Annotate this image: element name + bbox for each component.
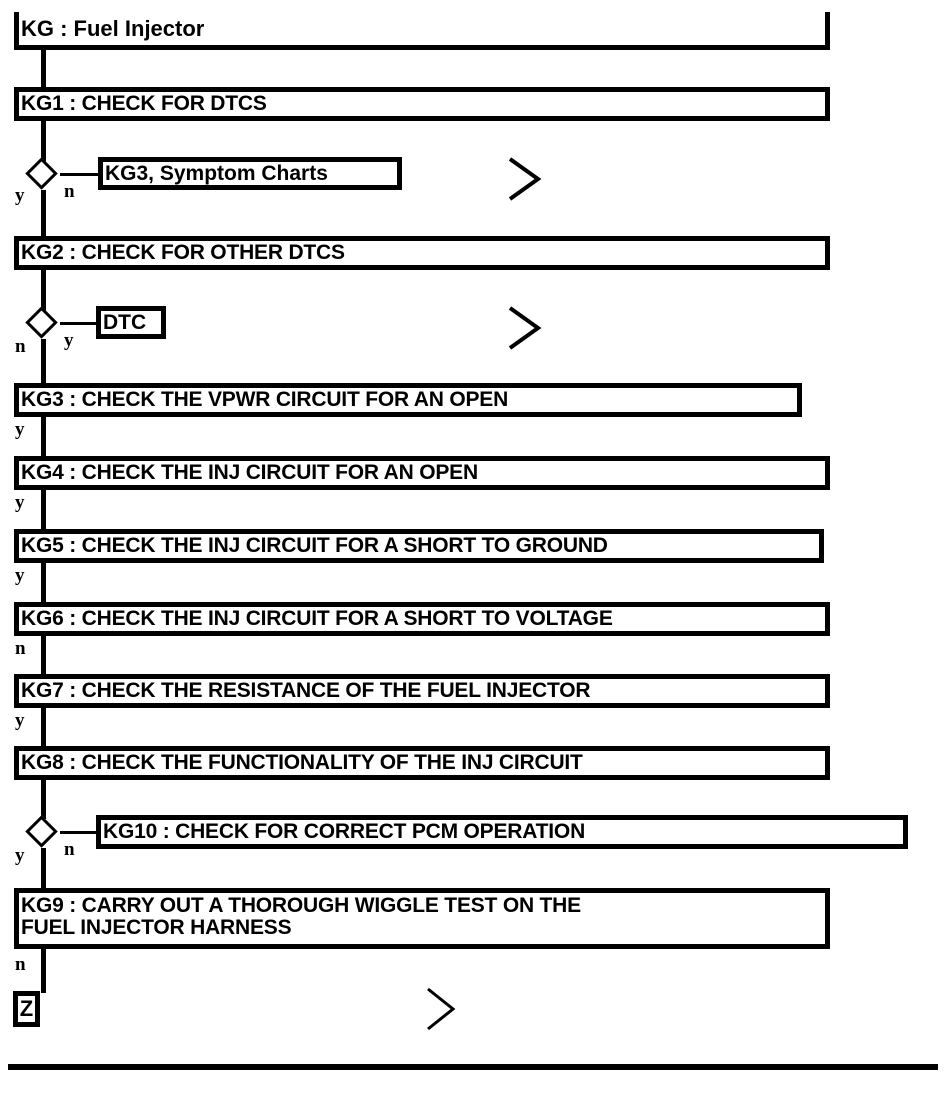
terminal-label-z: Z xyxy=(19,996,34,1021)
branch-line-d1-to-symptom-charts xyxy=(60,173,100,176)
connector-kg9-to-terminal xyxy=(41,949,46,993)
branch-label-kg6-no: n xyxy=(15,638,26,659)
step-box-kg10[interactable]: KG10 : CHECK FOR CORRECT PCM OPERATION xyxy=(96,815,908,849)
branch-label-kg8-no: n xyxy=(64,839,75,860)
page-title: KG : Fuel Injector xyxy=(21,15,205,41)
connector-d3-to-kg9 xyxy=(41,848,46,889)
branch-line-d3-to-kg10 xyxy=(60,831,98,834)
branch-label-kg1-yes: y xyxy=(15,185,25,206)
offpage-connector-chevron-1 xyxy=(508,157,542,201)
terminal-box-z[interactable]: Z xyxy=(13,991,40,1027)
decision-diamond-kg8[interactable] xyxy=(25,815,58,848)
reference-label-dtc: DTC xyxy=(103,310,147,334)
branch-label-kg5-yes: y xyxy=(15,565,25,586)
connector-kg2-to-d2 xyxy=(41,269,46,314)
step-label-kg8: KG8 : CHECK THE FUNCTIONALITY OF THE INJ… xyxy=(21,751,583,775)
decision-diamond-kg2[interactable] xyxy=(25,306,58,339)
branch-label-kg9-no: n xyxy=(15,954,26,975)
connector-kg1-to-d1 xyxy=(41,120,46,165)
footer-rule xyxy=(8,1064,938,1070)
step-label-kg4: KG4 : CHECK THE INJ CIRCUIT FOR AN OPEN xyxy=(21,461,478,485)
branch-label-kg4-yes: y xyxy=(15,492,25,513)
branch-label-kg1-no: n xyxy=(64,181,75,202)
branch-label-kg7-yes: y xyxy=(15,710,25,731)
step-box-kg9[interactable]: KG9 : CARRY OUT A THOROUGH WIGGLE TEST O… xyxy=(14,888,830,949)
connector-d1-to-kg2 xyxy=(41,190,46,236)
reference-box-symptom-charts[interactable]: KG3, Symptom Charts xyxy=(98,157,402,190)
offpage-connector-chevron-3 xyxy=(427,987,456,1031)
step-label-kg7: KG7 : CHECK THE RESISTANCE OF THE FUEL I… xyxy=(21,679,591,703)
branch-label-kg8-yes: y xyxy=(15,845,25,866)
decision-diamond-kg1[interactable] xyxy=(25,157,58,190)
step-label-kg3: KG3 : CHECK THE VPWR CIRCUIT FOR AN OPEN xyxy=(21,388,509,412)
step-label-kg10: KG10 : CHECK FOR CORRECT PCM OPERATION xyxy=(103,820,586,844)
connector-d2-to-kg3 xyxy=(41,339,46,384)
chart-title-box: KG : Fuel Injector xyxy=(14,12,830,50)
step-box-kg2[interactable]: KG2 : CHECK FOR OTHER DTCS xyxy=(14,236,830,270)
step-box-kg8[interactable]: KG8 : CHECK THE FUNCTIONALITY OF THE INJ… xyxy=(14,746,830,780)
connector-kg4-to-kg5 xyxy=(41,490,46,529)
connector-kg5-to-kg6 xyxy=(41,563,46,602)
offpage-connector-chevron-2 xyxy=(508,306,542,350)
step-box-kg4[interactable]: KG4 : CHECK THE INJ CIRCUIT FOR AN OPEN xyxy=(14,456,830,490)
connector-kg6-to-kg7 xyxy=(41,636,46,674)
step-label-kg5: KG5 : CHECK THE INJ CIRCUIT FOR A SHORT … xyxy=(21,534,608,558)
branch-label-kg2-yes: y xyxy=(64,330,74,351)
branch-line-d2-to-dtc xyxy=(60,322,98,325)
reference-label-symptom-charts: KG3, Symptom Charts xyxy=(105,161,328,185)
step-box-kg7[interactable]: KG7 : CHECK THE RESISTANCE OF THE FUEL I… xyxy=(14,674,830,708)
reference-box-dtc[interactable]: DTC xyxy=(96,306,166,339)
step-box-kg1[interactable]: KG1 : CHECK FOR DTCS xyxy=(14,87,830,121)
connector-kg7-to-kg8 xyxy=(41,708,46,746)
branch-label-kg3-yes: y xyxy=(15,419,25,440)
step-box-kg5[interactable]: KG5 : CHECK THE INJ CIRCUIT FOR A SHORT … xyxy=(14,529,824,563)
step-box-kg3[interactable]: KG3 : CHECK THE VPWR CIRCUIT FOR AN OPEN xyxy=(14,383,802,417)
step-box-kg6[interactable]: KG6 : CHECK THE INJ CIRCUIT FOR A SHORT … xyxy=(14,602,830,636)
step-label-kg9: KG9 : CARRY OUT A THOROUGH WIGGLE TEST O… xyxy=(21,894,581,939)
connector-kg3-to-kg4 xyxy=(41,416,46,456)
branch-label-kg2-no: n xyxy=(15,336,26,357)
connector-kg8-to-d3 xyxy=(41,780,46,819)
step-label-kg6: KG6 : CHECK THE INJ CIRCUIT FOR A SHORT … xyxy=(21,607,613,631)
connector-title-to-kg1 xyxy=(41,48,46,88)
step-label-kg2: KG2 : CHECK FOR OTHER DTCS xyxy=(21,241,345,265)
step-label-kg1: KG1 : CHECK FOR DTCS xyxy=(21,92,267,116)
